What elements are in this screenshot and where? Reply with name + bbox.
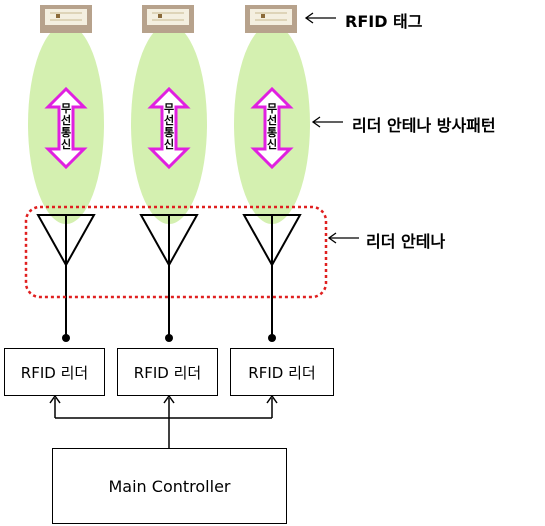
antenna-1	[36, 214, 96, 335]
wireless-arrow-2	[147, 86, 191, 170]
rfid-reader-box-3: RFID 리더	[230, 348, 334, 396]
main-controller-box: Main Controller	[52, 448, 287, 524]
radiation-pattern-label: 리더 안테나 방사패턴	[352, 116, 496, 135]
pointer-arrow-pattern	[311, 116, 343, 128]
wireless-arrow-3	[250, 86, 294, 170]
connector-dot-3	[268, 334, 276, 342]
rfid-tag-2	[142, 5, 194, 33]
rfid-tag-3	[245, 5, 297, 33]
pointer-arrow-antenna	[327, 232, 359, 244]
arrowheads	[49, 394, 278, 404]
wireless-arrow-1	[44, 86, 88, 170]
connector-dot-2	[165, 334, 173, 342]
antenna-group-outline	[24, 205, 328, 299]
rfid-reader-box-2: RFID 리더	[117, 348, 218, 396]
antenna-3	[242, 214, 302, 335]
antenna-label: 리더 안테나	[366, 232, 446, 251]
pointer-arrow-tag	[304, 12, 336, 24]
connector-dot-1	[62, 334, 70, 342]
controller-feed-lines	[54, 398, 273, 448]
tag-label: RFID 태그	[345, 12, 423, 31]
antenna-2	[139, 214, 199, 335]
rfid-reader-box-1: RFID 리더	[4, 348, 105, 396]
rfid-tag-1	[40, 5, 92, 33]
